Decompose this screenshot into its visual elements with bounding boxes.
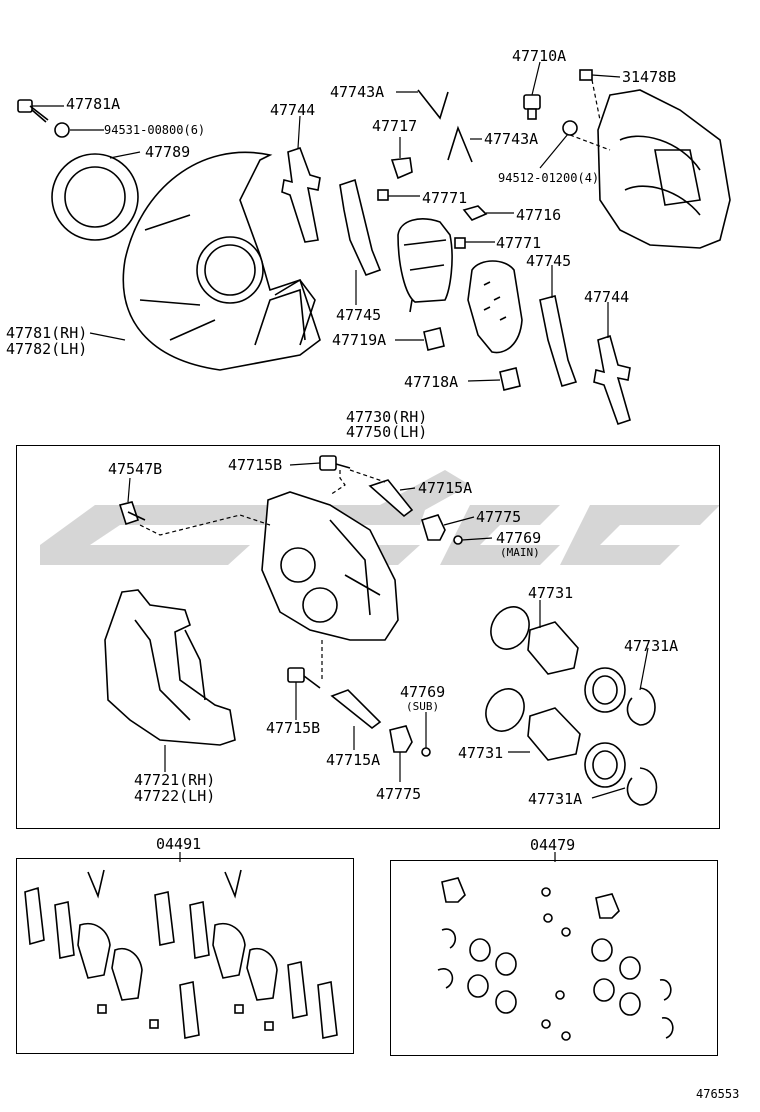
label-47771-b: 47771 — [496, 234, 542, 252]
label-47789: 47789 — [145, 143, 191, 161]
label-47769-main: 47769 — [496, 529, 542, 547]
label-47743A-mid: 47743A — [484, 130, 539, 148]
boot-47775-top — [421, 514, 446, 541]
label-47731A-top: 47731A — [624, 637, 679, 655]
anti-squeal-shim-47745-right — [539, 295, 578, 387]
label-47771-a: 47771 — [422, 189, 468, 207]
label-47781-rh: 47781(RH) — [6, 324, 88, 342]
washer-94512 — [562, 120, 578, 136]
leader-lines — [32, 61, 649, 862]
clip-47771-a — [377, 189, 389, 201]
label-47745-right: 47745 — [526, 252, 572, 270]
caliper-assembly-box-contents — [104, 455, 658, 806]
label-47745-left: 47745 — [336, 306, 382, 324]
slide-pin-47715A-top — [368, 479, 414, 518]
label-47744-right: 47744 — [584, 288, 630, 306]
caliper-top-right — [597, 89, 731, 249]
piston-seal-set-bottom — [485, 688, 658, 806]
label-47769-main-note: (MAIN) — [500, 546, 540, 559]
label-47715A-bottom: 47715A — [326, 751, 381, 769]
clip-47716 — [462, 205, 488, 221]
caliper-assembly-frame — [16, 445, 720, 829]
label-47547B: 47547B — [108, 460, 163, 478]
kit-04491-contents — [24, 869, 338, 1039]
label-47731-bottom: 47731 — [458, 744, 504, 762]
dust-cover-backing-plate — [122, 151, 321, 371]
label-47731-top: 47731 — [528, 584, 574, 602]
clip-47718A — [499, 367, 521, 391]
label-47715B-top: 47715B — [228, 456, 283, 474]
label-47731A-bottom: 47731A — [528, 790, 583, 808]
clip-47719A — [423, 327, 445, 351]
clip-47717 — [390, 157, 413, 180]
boot-47775-bottom — [389, 725, 413, 753]
label-04479: 04479 — [530, 836, 576, 854]
label-47719A: 47719A — [332, 331, 387, 349]
kit-04491-frame — [16, 858, 354, 1054]
label-47750-lh: 47750(LH) — [346, 423, 428, 441]
label-47775-top: 47775 — [476, 508, 522, 526]
watermark-logo — [40, 470, 720, 565]
cap-31478B — [579, 69, 593, 81]
spring-47743A-mid — [447, 125, 473, 163]
piston-seal-set-top — [490, 606, 656, 726]
kit-04479-contents — [437, 877, 674, 1041]
clip-47771-b — [454, 237, 466, 249]
label-47781A: 47781A — [66, 95, 121, 113]
label-47769-sub-note: (SUB) — [406, 700, 440, 713]
label-47744-top: 47744 — [270, 101, 316, 119]
label-47730-rh: 47730(RH) — [346, 408, 428, 426]
label-47721-rh: 47721(RH) — [134, 771, 216, 789]
label-94531-00800: 94531-00800(6) — [104, 123, 206, 137]
label-47782-lh: 47782(LH) — [6, 340, 88, 358]
disc-brake-pad-right — [467, 260, 523, 354]
label-47743A-top: 47743A — [330, 83, 385, 101]
label-47716: 47716 — [516, 206, 562, 224]
label-47722-lh: 47722(LH) — [134, 787, 216, 805]
label-47769-sub: 47769 — [400, 683, 446, 701]
label-47717: 47717 — [372, 117, 418, 135]
disc-brake-pad-left — [397, 218, 453, 313]
label-47710A: 47710A — [512, 47, 567, 65]
anti-squeal-shim-47744-right — [593, 334, 631, 426]
label-31478B: 31478B — [622, 68, 677, 86]
label-94512-01200: 94512-01200(4) — [498, 171, 600, 185]
anti-squeal-shim-47744-top — [281, 146, 321, 243]
spring-47743A-top — [417, 89, 449, 120]
bolt-47710A — [523, 94, 541, 120]
bolt-47781A — [17, 99, 49, 123]
washer-94531 — [54, 122, 70, 138]
kit-04479-frame — [390, 860, 718, 1056]
label-47715B-bottom: 47715B — [266, 719, 321, 737]
label-04491: 04491 — [156, 835, 202, 853]
label-47718A: 47718A — [404, 373, 459, 391]
slide-pin-47715A-bottom — [330, 689, 382, 730]
label-47775-bottom: 47775 — [376, 785, 422, 803]
label-47715A-top: 47715A — [418, 479, 473, 497]
gasket-47789 — [51, 153, 139, 241]
anti-squeal-shim-47745-left — [339, 178, 382, 277]
diagram-number: 476553 — [696, 1087, 740, 1101]
